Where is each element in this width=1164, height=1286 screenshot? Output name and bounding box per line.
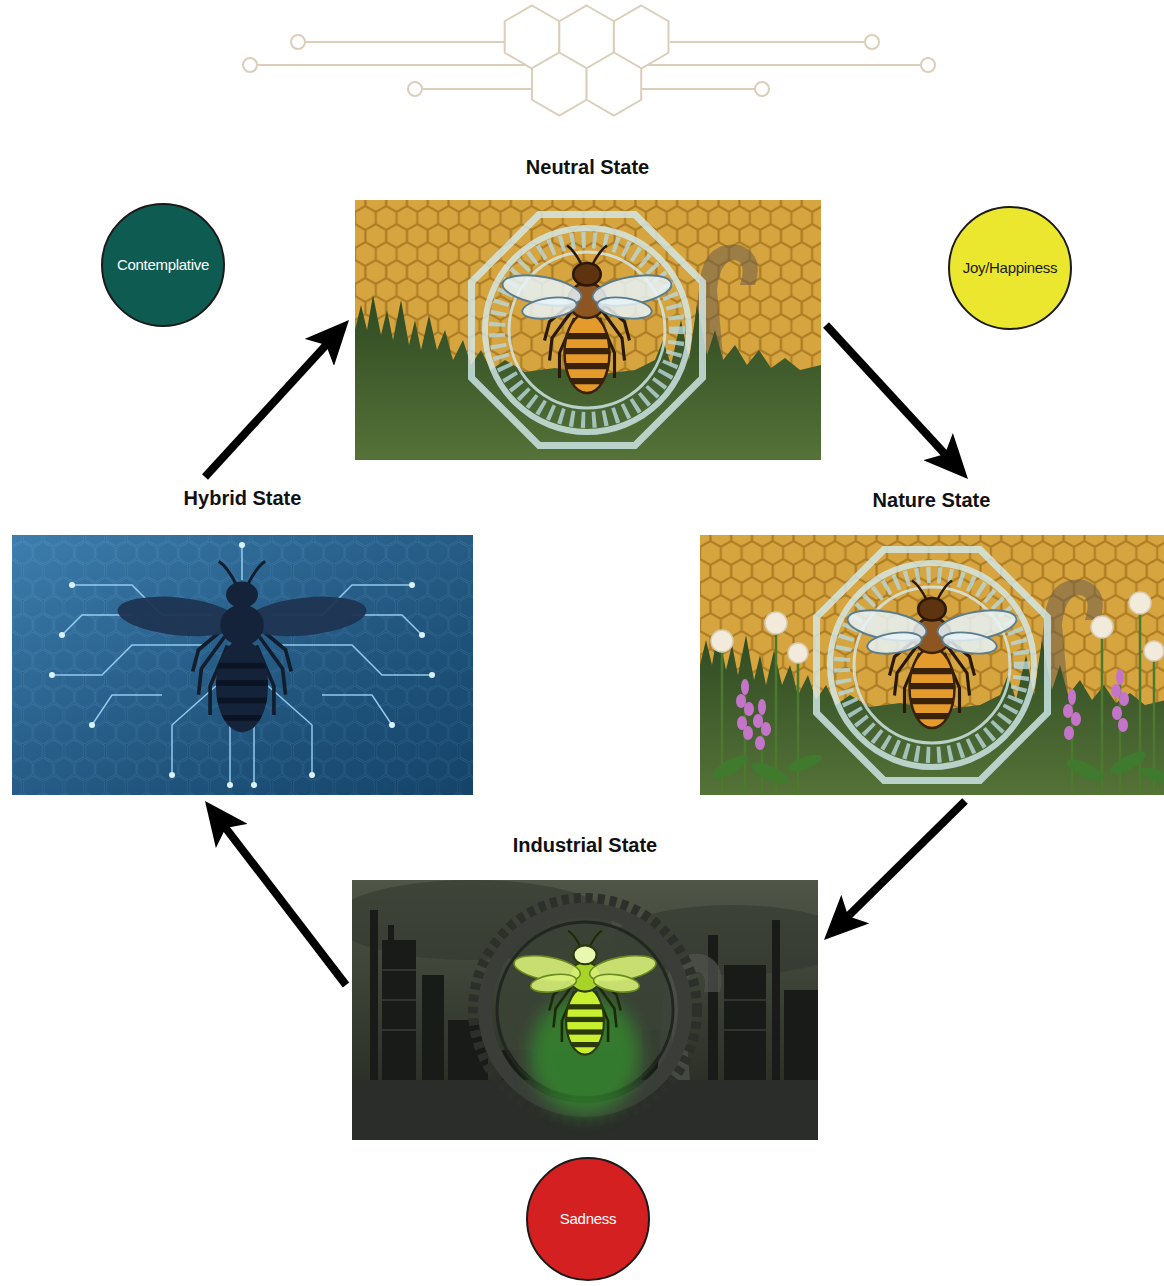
honeycomb-circuit-ornament (243, 58, 257, 72)
wildflowers (1111, 684, 1121, 698)
nature-scene (845, 581, 1019, 729)
wildflowers (709, 747, 1164, 788)
circuit-nodes (429, 672, 435, 678)
honeycomb-circuit-ornament (921, 58, 935, 72)
state-panel: Neutral State (355, 152, 820, 460)
wildflowers (749, 758, 791, 788)
circuit-nodes (389, 722, 395, 728)
neutral-scene (500, 246, 674, 394)
circuit-traces (52, 545, 432, 785)
circuit-nodes (69, 582, 75, 588)
wildflowers (1063, 704, 1073, 718)
wildflowers (786, 751, 824, 775)
honeycomb-circuit-ornament (408, 82, 422, 96)
honeycomb-circuit-ornament (755, 82, 769, 96)
circuit-nodes (419, 632, 425, 638)
state-title: Hybrid State (182, 483, 304, 513)
wildflowers (788, 643, 808, 663)
honeycomb-circuit-ornament (587, 53, 642, 116)
wildflowers (1116, 669, 1124, 685)
emotion-label: Contemplative (117, 256, 209, 274)
emotion-circle: Sadness (526, 1157, 650, 1281)
wildflowers (1118, 718, 1128, 732)
honeycomb-circuit-ornament (243, 6, 935, 116)
wildflowers (709, 751, 751, 783)
industrial-scene (352, 880, 818, 1140)
circuit-nodes (89, 722, 95, 728)
state-panel: Nature State (700, 485, 1163, 795)
nature-scene (700, 535, 1164, 795)
wildflowers (711, 630, 733, 652)
hybrid-scene (12, 535, 473, 795)
wildflowers (758, 699, 766, 715)
emotion-circle: Joy/Happiness (948, 206, 1072, 330)
wildflowers (755, 736, 765, 750)
hybrid-scene (116, 561, 369, 732)
circuit-nodes (239, 542, 245, 548)
nature-scene (700, 535, 1164, 795)
circuit-nodes (59, 632, 65, 638)
circuit-nodes (169, 772, 175, 778)
state-panel: Industrial State (352, 830, 818, 1140)
industrial-scene (512, 931, 658, 1055)
wildflowers (1068, 689, 1076, 705)
neutral-scene (355, 200, 821, 460)
emotion-circle: Contemplative (101, 203, 225, 327)
wildflowers (1129, 592, 1151, 614)
circuit-nodes (49, 672, 55, 678)
cycle-arrow (845, 801, 965, 919)
neutral-scene (355, 200, 821, 460)
circuit-nodes (409, 582, 415, 588)
circuit-nodes (309, 772, 315, 778)
wildflowers (753, 714, 763, 728)
state-title: Industrial State (511, 830, 659, 860)
wildflowers (744, 702, 754, 716)
state-title: Neutral State (524, 152, 651, 182)
cycle-arrow (205, 342, 329, 477)
connector-group (205, 325, 965, 985)
wildflowers (741, 679, 749, 695)
honeycomb-circuit-ornament (243, 6, 935, 116)
wildflowers (736, 694, 746, 708)
industrial-scene (473, 898, 697, 1122)
wildflowers (1091, 616, 1113, 638)
cycle-arrow (223, 825, 346, 985)
state-panel: Hybrid State (12, 483, 473, 795)
circuit-nodes (227, 782, 233, 788)
wildflowers (1138, 764, 1164, 786)
hybrid-scene (12, 535, 473, 795)
wildflowers (1064, 755, 1106, 785)
wildflowers (1112, 706, 1122, 720)
cycle-arrow (826, 325, 948, 457)
state-title: Nature State (871, 485, 993, 515)
emotion-label: Joy/Happiness (963, 259, 1058, 277)
honeycomb-circuit-ornament (291, 35, 305, 49)
honeycomb-circuit-ornament (532, 53, 587, 116)
wildflowers (743, 726, 753, 740)
wildflowers (1144, 641, 1164, 661)
circuit-nodes (251, 782, 257, 788)
wildflowers (765, 612, 787, 634)
emotion-label: Sadness (560, 1210, 616, 1228)
circuit-nodes (49, 542, 435, 788)
wildflowers (1064, 726, 1074, 740)
circuit-traces (52, 545, 432, 785)
wildflowers (761, 722, 771, 736)
wildflowers (1071, 712, 1081, 726)
hybrid-scene (12, 535, 473, 795)
factory-silhouette (388, 925, 394, 945)
wildflowers (1119, 692, 1129, 706)
honeycomb-circuit-ornament (865, 35, 879, 49)
